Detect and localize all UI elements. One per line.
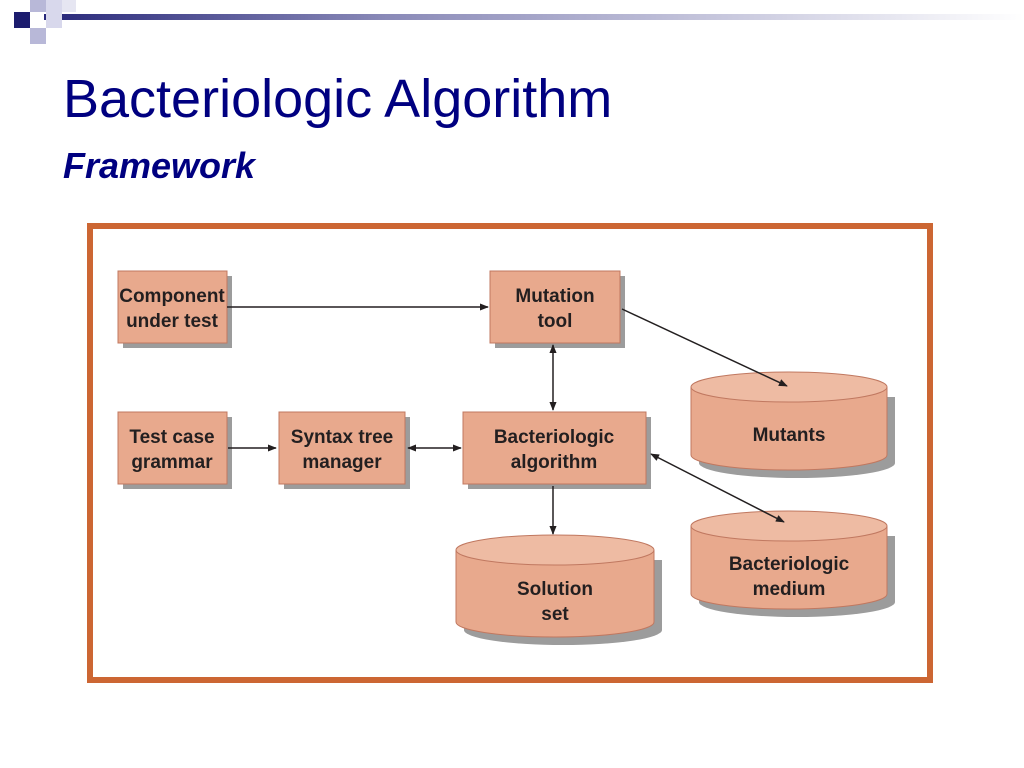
node-label-line: Component	[119, 286, 225, 307]
node-component-under-test: Component under test	[117, 270, 232, 348]
node-label-line: manager	[302, 452, 382, 473]
node-label-line: Bacteriologic	[494, 427, 615, 448]
slide-subtitle: Framework	[63, 145, 256, 186]
node-label-line: set	[541, 604, 569, 625]
deco-square-2	[30, 0, 46, 12]
node-label-line: grammar	[131, 452, 213, 473]
deco-square-3	[46, 0, 62, 12]
node-label-line: medium	[753, 579, 826, 600]
node-bacteriologic-medium: Bacteriologic medium	[690, 510, 895, 617]
node-mutants: Mutants	[690, 371, 895, 478]
node-label-line: Bacteriologic	[729, 554, 850, 575]
slide-title: Bacteriologic Algorithm	[63, 69, 613, 129]
arrow-mutation-tool-to-mutants	[621, 308, 788, 387]
node-label-line: Mutants	[753, 425, 826, 446]
node-test-case-grammar: Test case grammar	[117, 411, 232, 489]
deco-square-1	[14, 12, 30, 28]
header-band	[44, 14, 1024, 20]
slide-decoration	[14, 0, 1024, 44]
node-bacteriologic-algorithm: Bacteriologic algorithm	[462, 411, 651, 489]
node-label-line: Solution	[517, 579, 593, 600]
node-label-line: Mutation	[515, 286, 594, 307]
node-label-line: Test case	[129, 427, 214, 448]
node-label-line: tool	[538, 311, 573, 332]
node-syntax-tree-manager: Syntax tree manager	[278, 411, 410, 489]
arrow-algorithm-medium	[650, 453, 785, 523]
node-label-line: under test	[126, 311, 219, 332]
deco-square-4	[30, 28, 46, 44]
node-label-line: algorithm	[511, 452, 598, 473]
deco-square-5	[46, 12, 62, 28]
deco-square-6	[62, 0, 76, 12]
node-label-line: Syntax tree	[291, 427, 393, 448]
node-solution-set: Solution set	[455, 534, 662, 645]
node-mutation-tool: Mutation tool	[489, 270, 625, 348]
framework-diagram: Component under test Mutation tool Test …	[87, 223, 933, 683]
